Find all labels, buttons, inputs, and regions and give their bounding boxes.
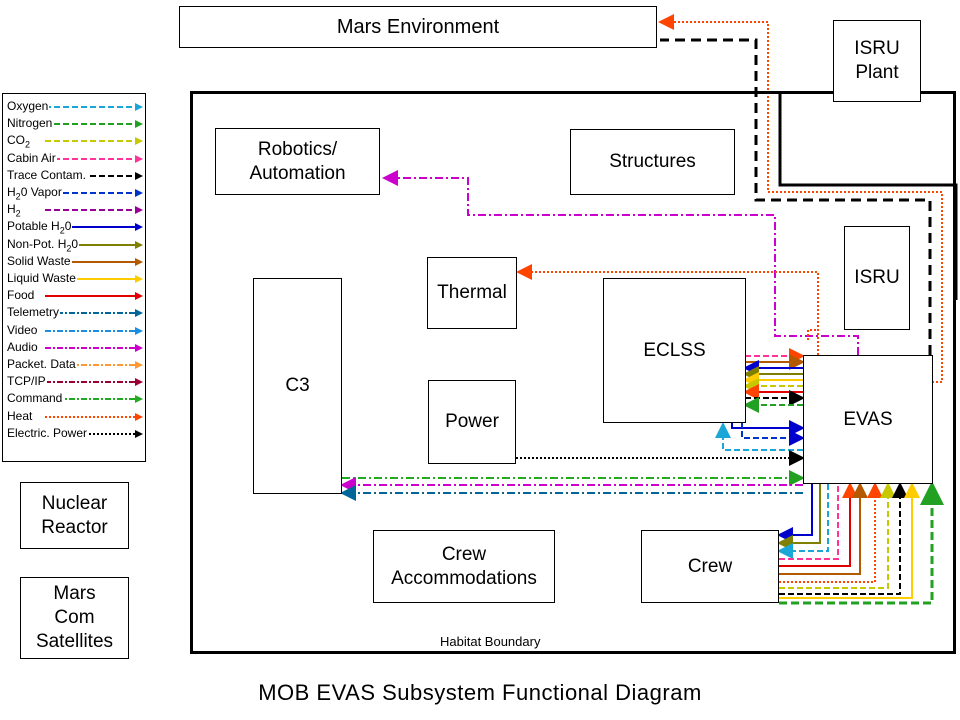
legend-row: Trace Contam.	[5, 166, 145, 184]
legend-label: CO2	[7, 132, 32, 154]
isru-plant-box: ISRU Plant	[833, 20, 921, 102]
crew-box: Crew	[641, 530, 779, 603]
legend-label: Solid Waste	[7, 252, 72, 270]
legend-row: Non-Pot. H20	[5, 235, 145, 257]
legend-line-icon	[45, 378, 143, 387]
legend-label: Oxygen	[7, 98, 50, 115]
legend-line-icon	[45, 309, 143, 318]
mars-com-label-2: Com	[54, 607, 95, 628]
legend-row: Heat	[5, 407, 145, 425]
legend-line-icon	[45, 206, 143, 215]
crew-label: Crew	[687, 555, 733, 577]
legend-row: H20 Vapor	[5, 184, 145, 206]
legend-row: Oxygen	[5, 98, 145, 115]
legend-label: Command	[7, 390, 64, 408]
isru-label: ISRU	[854, 267, 900, 288]
robotics-label-2: Automation	[249, 162, 346, 184]
legend-label: Trace Contam.	[7, 166, 87, 184]
legend-label: Telemetry	[7, 304, 61, 322]
eclss-label: ECLSS	[643, 339, 706, 361]
legend-row: Electric. Power	[5, 424, 145, 442]
legend-line-icon	[45, 412, 143, 421]
structures-box: Structures	[570, 129, 735, 195]
legend-label: Audio	[7, 338, 39, 356]
legend-label: Electric. Power	[7, 424, 89, 442]
legend-row: Liquid Waste	[5, 270, 145, 287]
c3-box: C3	[253, 278, 342, 494]
isru-plant-label-1: ISRU	[854, 38, 900, 59]
legend-line-icon	[45, 103, 143, 111]
habitat-boundary-label: Habitat Boundary	[440, 634, 541, 649]
legend-row: Solid Waste	[5, 252, 145, 270]
legend-label: Nitrogen	[7, 115, 54, 133]
habitat-boundary	[190, 91, 956, 654]
robotics-box: Robotics/Automation	[215, 128, 380, 195]
crew-accommodations-label-2: Accommodations	[391, 567, 537, 589]
eclss-box: ECLSS	[603, 278, 746, 423]
legend-line-icon	[45, 292, 143, 301]
evas-label: EVAS	[843, 408, 893, 430]
legend-row: TCP/IP	[5, 373, 145, 391]
thermal-box: Thermal	[427, 257, 517, 329]
legend-row: Potable H20	[5, 218, 145, 240]
legend-row: Cabin Air	[5, 149, 145, 167]
mars-com-label-3: Satellites	[35, 631, 114, 652]
legend-line-icon	[45, 154, 143, 163]
mars-environment-box: Mars Environment	[179, 6, 657, 48]
legend-row: Video	[5, 321, 145, 339]
legend-line-icon	[45, 343, 143, 352]
legend-row: Packet. Data	[5, 356, 145, 373]
diagram-title: MOB EVAS Subsystem Functional Diagram	[258, 680, 702, 705]
legend-label: Cabin Air	[7, 149, 57, 167]
legend-row: Nitrogen	[5, 115, 145, 133]
mars-com-label-1: Mars	[53, 583, 96, 604]
legend-label: H2	[7, 201, 22, 223]
structures-label: Structures	[609, 151, 696, 172]
legend-label: Heat	[7, 407, 34, 425]
legend-row: Food	[5, 287, 145, 305]
crew-accommodations-label-1: Crew	[441, 543, 487, 565]
robotics-label-1: Robotics/	[257, 138, 338, 160]
evas-box: EVAS	[803, 355, 933, 484]
legend-label: Food	[7, 287, 36, 305]
legend-label: Video	[7, 321, 39, 339]
nuclear-reactor-label-2: Reactor	[41, 516, 108, 538]
isru-plant-label-2: Plant	[855, 62, 899, 83]
nuclear-reactor-label-1: Nuclear	[41, 492, 108, 514]
legend-label: Packet. Data	[7, 356, 77, 373]
legend-line-icon	[45, 120, 143, 129]
legend-row: Audio	[5, 338, 145, 356]
legend-row: CO2	[5, 132, 145, 154]
power-box: Power	[428, 380, 516, 464]
c3-label: C3	[285, 375, 310, 396]
legend-label: Non-Pot. H20	[7, 235, 80, 257]
power-label: Power	[445, 411, 499, 432]
legend-label: TCP/IP	[7, 373, 47, 391]
legend-line-icon	[45, 326, 143, 335]
thermal-label: Thermal	[437, 282, 507, 303]
mars-environment-label: Mars Environment	[336, 16, 500, 38]
legend-line-icon	[45, 429, 143, 438]
legend-line-icon	[45, 171, 143, 180]
legend-label: Liquid Waste	[7, 270, 77, 287]
legend-label: H20 Vapor	[7, 184, 63, 206]
legend-line-icon	[45, 189, 143, 197]
legend-row: H2	[5, 201, 145, 223]
isru-box: ISRU	[844, 226, 910, 330]
legend-label: Potable H20	[7, 218, 73, 240]
legend-row: Telemetry	[5, 304, 145, 322]
legend-row: Command	[5, 390, 145, 408]
legend-line-icon	[45, 137, 143, 146]
